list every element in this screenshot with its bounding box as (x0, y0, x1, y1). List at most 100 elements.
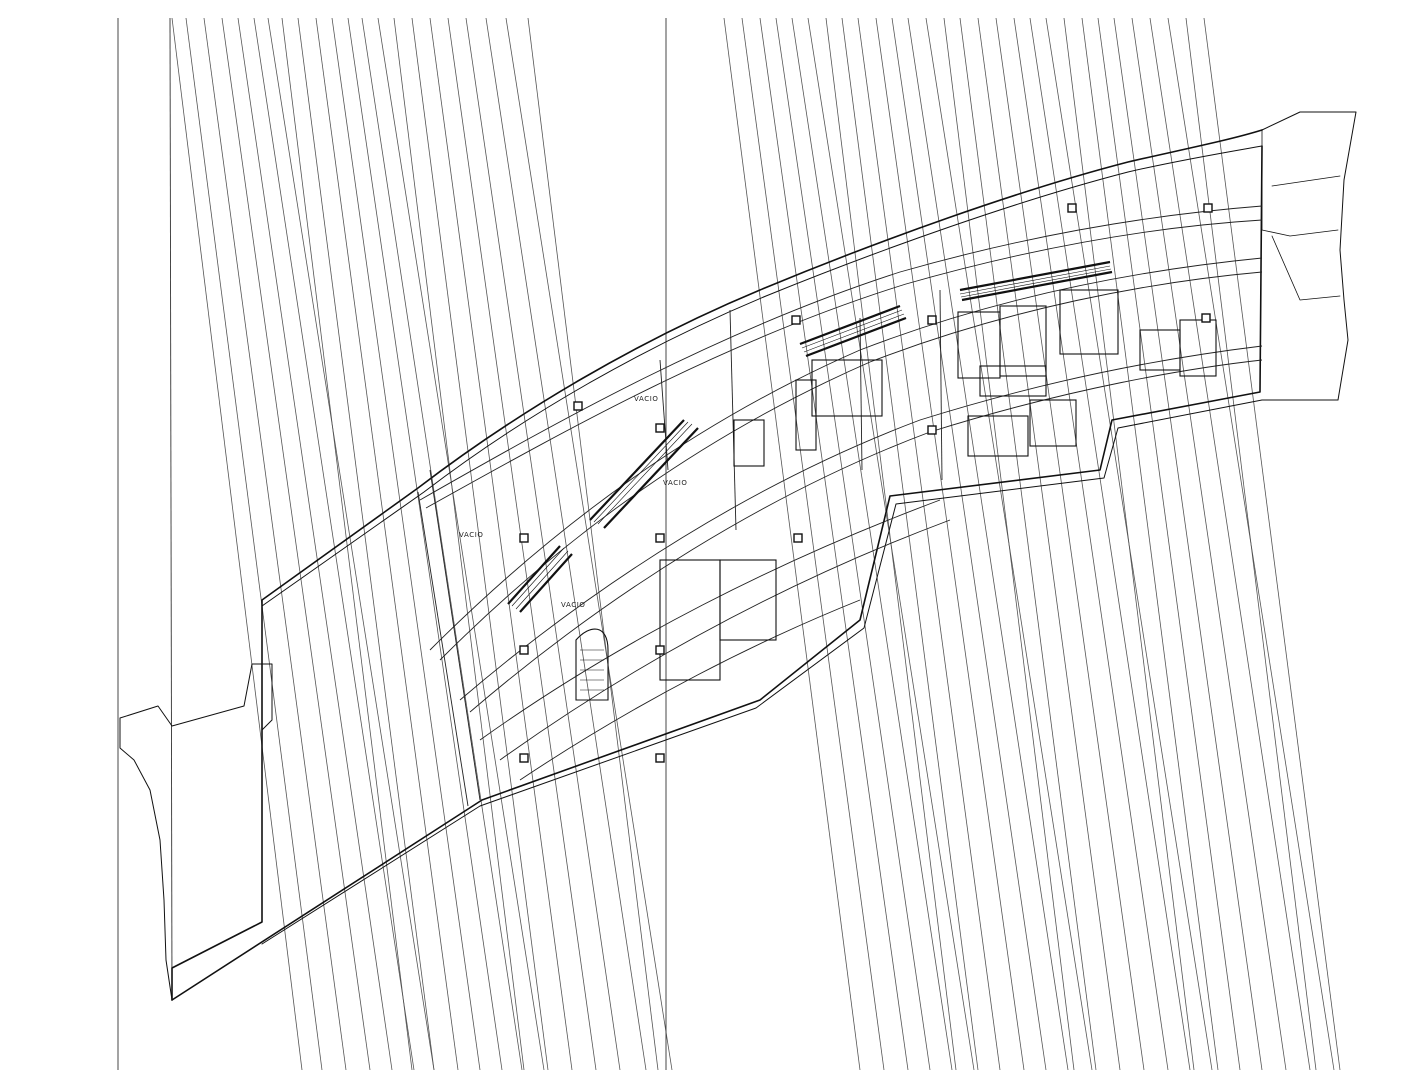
track-line (1113, 17, 1263, 1071)
service-rooms (575, 289, 1217, 701)
column (793, 533, 803, 543)
track-line (1013, 17, 1169, 1071)
track-line (943, 17, 1075, 1071)
outer-wall-bottom (171, 145, 1263, 1001)
track-line (267, 17, 435, 1071)
column (655, 645, 665, 655)
left-boundary (119, 663, 273, 1001)
track-line (959, 17, 1097, 1071)
escalator-upper-mid (799, 304, 907, 358)
room-center (811, 359, 883, 417)
column (1203, 203, 1213, 213)
room-toilets-b (1029, 399, 1077, 447)
stair-core-mid (795, 379, 817, 451)
outer-wall-top (171, 129, 1263, 1001)
stair-lower-left (575, 628, 609, 701)
room-core-a (957, 311, 1001, 379)
track-line (907, 17, 1069, 1071)
track-line (253, 17, 415, 1071)
column (655, 753, 665, 763)
plan-labels: VACIO VACIO VACIO VACIO (459, 395, 687, 609)
track-line (977, 17, 1121, 1071)
track-line (775, 17, 931, 1071)
escalator-center (589, 419, 699, 529)
track-line (527, 17, 659, 1071)
room-core-b (999, 305, 1047, 377)
track-line (1029, 17, 1191, 1071)
platform-curves (417, 205, 1263, 807)
structural-columns (519, 203, 1213, 763)
track-line (857, 17, 1001, 1071)
stair-lower-left-steps (580, 649, 604, 691)
label-vacio-center: VACIO (663, 479, 687, 487)
track-line (331, 17, 481, 1071)
track-line (1097, 17, 1241, 1071)
column (1201, 313, 1211, 323)
track-line (1203, 17, 1341, 1071)
outer-wall-bottom-inner (261, 399, 1263, 945)
track-line (185, 17, 323, 1071)
track-line (485, 17, 647, 1071)
column (791, 315, 801, 325)
escalator-upper-left (507, 545, 573, 613)
label-vacio-left: VACIO (459, 531, 483, 539)
room-office (1059, 289, 1119, 355)
track-line (505, 17, 673, 1071)
track-line (1149, 17, 1311, 1071)
track-lines (171, 17, 1341, 1071)
track-line (429, 17, 573, 1071)
track-line (203, 17, 347, 1071)
column (573, 401, 583, 411)
right-annex (1261, 129, 1341, 301)
track-line (393, 17, 525, 1071)
room-lift (1179, 319, 1217, 377)
track-line (297, 17, 435, 1071)
track-line (237, 17, 393, 1071)
track-line (347, 17, 503, 1071)
column (1067, 203, 1077, 213)
escalator-right (959, 260, 1113, 302)
column (519, 645, 529, 655)
track-line (1081, 17, 1219, 1071)
track-line (759, 17, 909, 1071)
column (927, 425, 937, 435)
room-lower-b (719, 559, 777, 641)
track-line (741, 17, 885, 1071)
track-line (411, 17, 549, 1071)
stair-core-left (733, 419, 765, 467)
column (519, 533, 529, 543)
track-line (1185, 17, 1317, 1071)
track-line (995, 17, 1145, 1071)
right-boundary (1261, 111, 1357, 401)
column (927, 315, 937, 325)
track-line (891, 17, 1047, 1071)
track-line (361, 17, 523, 1071)
track-line (723, 17, 861, 1071)
room-lower-a (659, 559, 721, 681)
track-line (791, 17, 953, 1071)
building-outline (119, 111, 1357, 1001)
track-line (1063, 17, 1195, 1071)
track-line (1131, 17, 1287, 1071)
track-line (315, 17, 459, 1071)
column (519, 753, 529, 763)
room-toilets-a (967, 415, 1029, 457)
reference-lines (117, 17, 667, 1070)
track-line (465, 17, 621, 1071)
label-vacio-lower: VACIO (561, 601, 585, 609)
track-line (171, 17, 303, 1071)
track-line (221, 17, 371, 1071)
track-line (825, 17, 957, 1071)
room-core-c (979, 365, 1047, 397)
track-line (841, 17, 979, 1071)
label-vacio-upper: VACIO (634, 395, 658, 403)
track-line (875, 17, 1025, 1071)
column (655, 423, 665, 433)
track-line (447, 17, 597, 1071)
outer-wall-top-inner (261, 145, 1263, 607)
column (655, 533, 665, 543)
escalators (507, 260, 1113, 613)
track-line (377, 17, 545, 1071)
track-line (281, 17, 413, 1071)
